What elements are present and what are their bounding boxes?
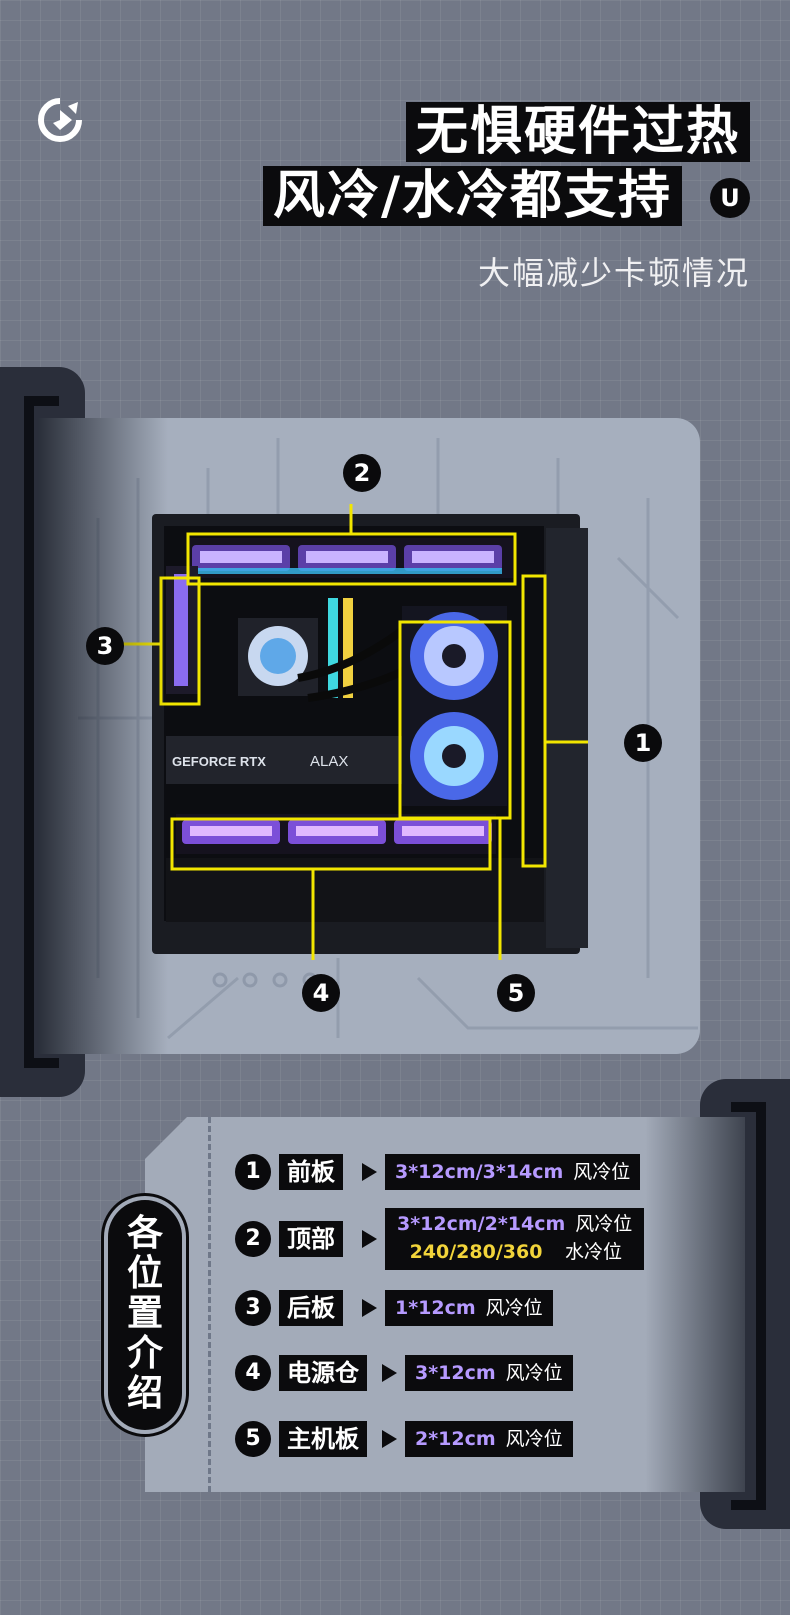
callout-1: 1 bbox=[624, 724, 662, 762]
arrow-right-icon bbox=[382, 1364, 397, 1382]
row-label: 主机板 bbox=[279, 1421, 367, 1457]
arrow-right-icon bbox=[362, 1230, 377, 1248]
positions-title: 各 位 置 介 绍 bbox=[108, 1200, 182, 1430]
row-number: 5 bbox=[235, 1421, 271, 1457]
brand-logo-icon bbox=[38, 98, 82, 142]
dashed-divider bbox=[208, 1117, 211, 1492]
subtitle: 大幅减少卡顿情况 bbox=[477, 254, 750, 292]
row-label: 后板 bbox=[279, 1290, 343, 1326]
arrow-right-icon bbox=[362, 1299, 377, 1317]
u-badge: U bbox=[710, 178, 750, 218]
brand-label: ALAX bbox=[310, 753, 348, 770]
callout-5: 5 bbox=[497, 974, 535, 1012]
gpu-label: GEFORCE RTX bbox=[172, 754, 266, 769]
arrow-right-icon bbox=[362, 1163, 377, 1181]
row-number: 3 bbox=[235, 1290, 271, 1326]
callout-2: 2 bbox=[343, 454, 381, 492]
callout-3: 3 bbox=[86, 627, 124, 665]
row-label: 电源仓 bbox=[279, 1355, 367, 1391]
row-label: 顶部 bbox=[279, 1221, 343, 1257]
headline-line-2: 风冷/水冷都支持 bbox=[263, 166, 682, 226]
headline-line-1: 无惧硬件过热 bbox=[405, 102, 750, 162]
left-bracket-line bbox=[24, 396, 59, 1068]
info-panel-shadow bbox=[645, 1117, 745, 1492]
callout-4: 4 bbox=[302, 974, 340, 1012]
right-bracket-line bbox=[731, 1102, 766, 1510]
row-number: 2 bbox=[235, 1221, 271, 1257]
row-number: 4 bbox=[235, 1355, 271, 1391]
panel-shadow bbox=[38, 418, 168, 1054]
row-label: 前板 bbox=[279, 1154, 343, 1190]
row-number: 1 bbox=[235, 1154, 271, 1190]
arrow-right-icon bbox=[382, 1430, 397, 1448]
